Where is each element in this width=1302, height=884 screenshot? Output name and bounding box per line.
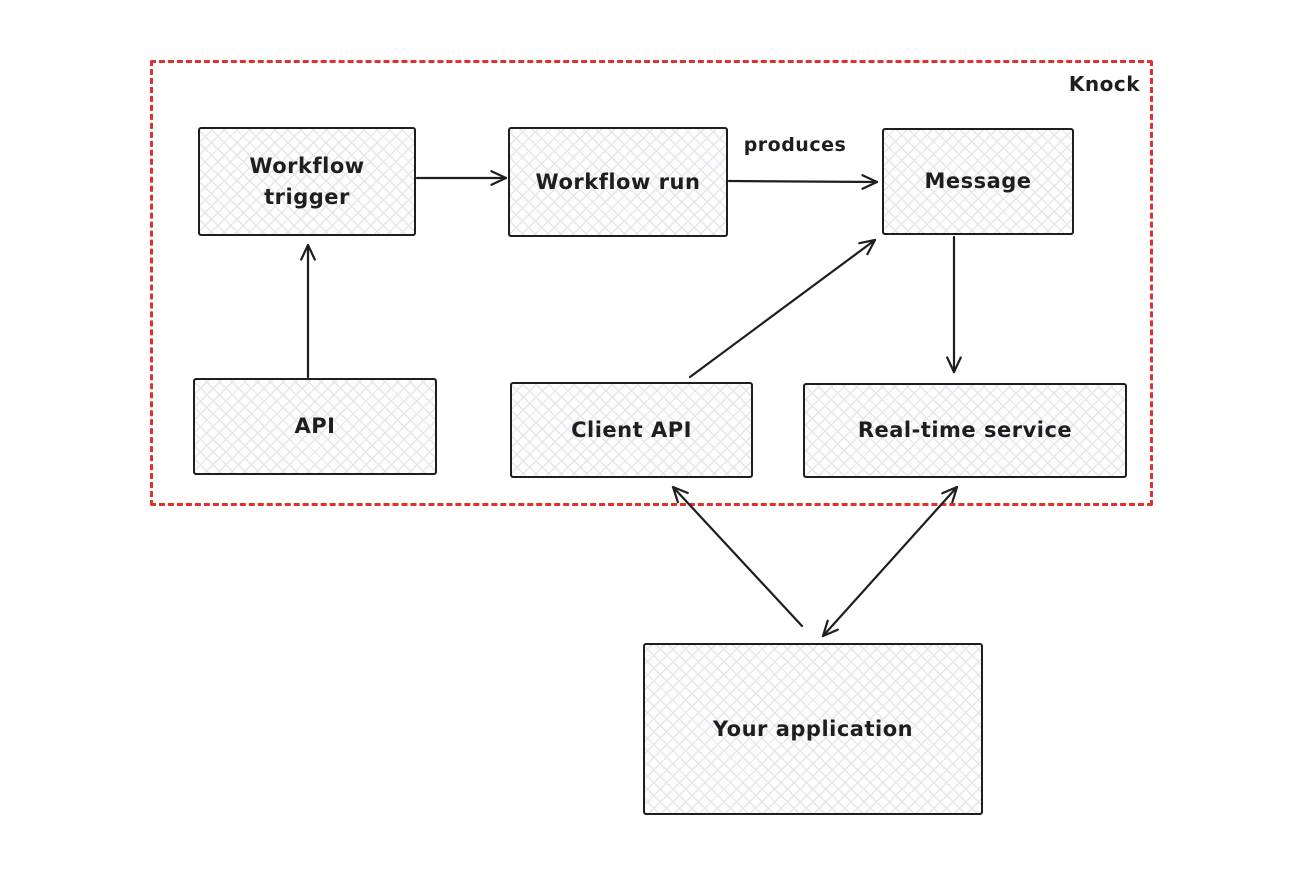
knock-boundary (150, 60, 1153, 506)
node-api: API (193, 378, 437, 475)
node-client-api: Client API (510, 382, 753, 478)
node-workflow-trigger-label: Workflow trigger (249, 154, 365, 209)
edge-label-produces: produces (743, 134, 847, 156)
node-workflow-run: Workflow run (508, 127, 728, 237)
node-client-api-label: Client API (571, 417, 692, 442)
node-your-application: Your application (643, 643, 983, 815)
node-message-label: Message (924, 169, 1032, 194)
arrow-app-to-clientapi (671, 485, 804, 628)
node-workflow-trigger: Workflow trigger (198, 127, 416, 236)
node-message: Message (882, 128, 1074, 235)
knock-boundary-label: Knock (1068, 72, 1140, 96)
node-realtime-service-label: Real-time service (857, 418, 1073, 443)
arrow-app-realtime-bidirectional (821, 485, 959, 638)
node-workflow-run-label: Workflow run (535, 169, 701, 194)
node-realtime-service: Real-time service (803, 383, 1127, 478)
node-api-label: API (294, 414, 336, 439)
node-your-application-label: Your application (712, 716, 914, 741)
